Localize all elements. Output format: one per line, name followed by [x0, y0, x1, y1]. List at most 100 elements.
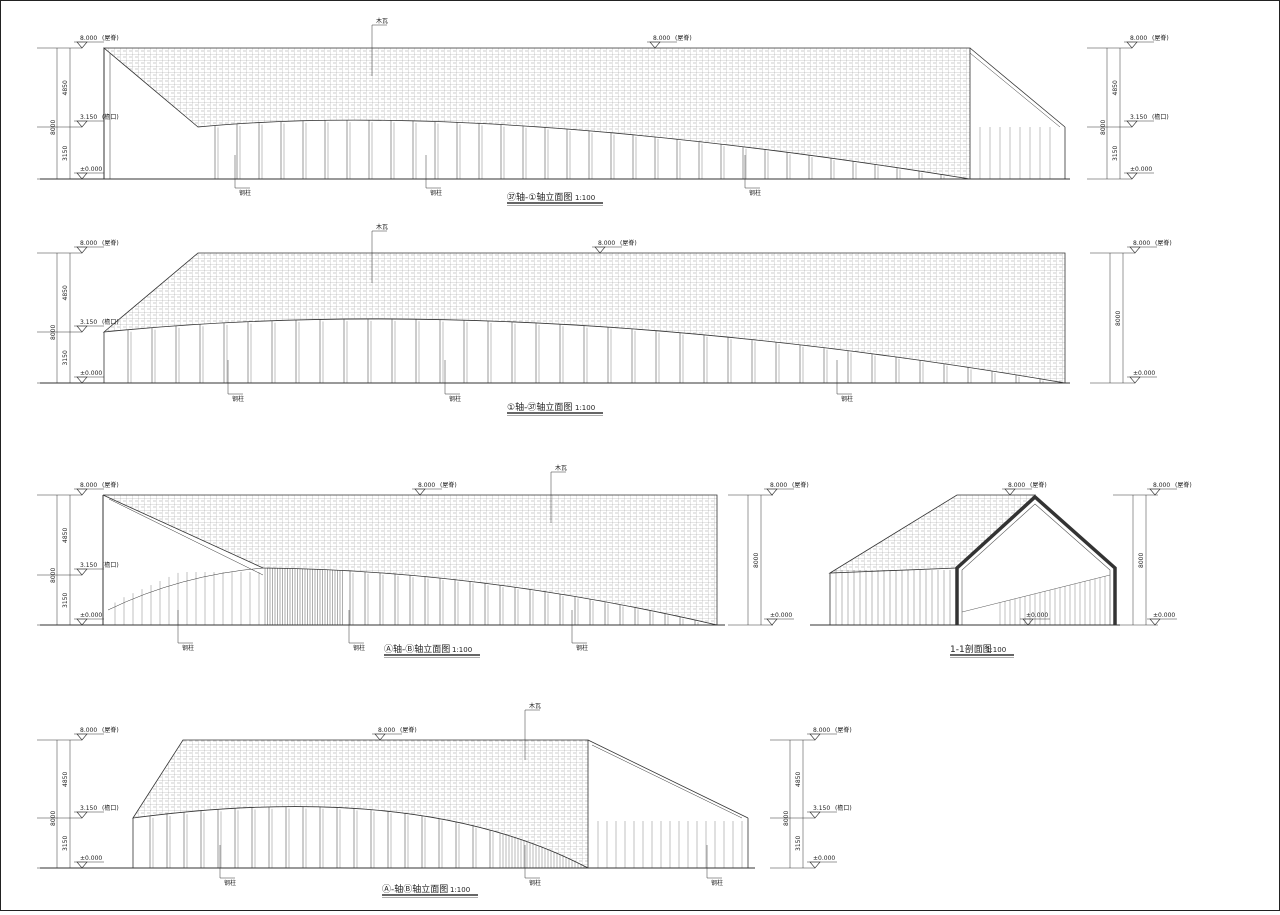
level-marker-icon: [1149, 488, 1161, 496]
level-value: 3.150: [80, 114, 97, 121]
drawing-title: ㊲轴-①轴立面图: [507, 191, 572, 203]
roof-edge: [969, 52, 1061, 128]
dimension-total: 8000: [50, 568, 57, 583]
level-marker-icon: [1129, 376, 1141, 384]
drawing-scale: 1:100: [986, 646, 1006, 654]
drawing-title: Ⓐ轴-Ⓑ轴立面图: [384, 643, 450, 655]
level-marker-icon: [649, 41, 661, 49]
level-value: ±0.000: [770, 612, 792, 619]
level-value: 8.000: [653, 35, 670, 42]
level-value: 3.150: [80, 319, 97, 326]
level-value: 8.000: [378, 727, 395, 734]
callout-label: 木瓦: [529, 702, 541, 710]
callout-label: 钢柱: [711, 879, 723, 887]
level-marker-icon: [1126, 172, 1138, 180]
level-note: (屋脊): [1030, 481, 1047, 489]
level-value: 8.000: [1133, 240, 1150, 247]
callout-label: 木瓦: [376, 17, 388, 25]
level-value: 8.000: [770, 482, 787, 489]
dimension-upper: 4850: [795, 772, 802, 787]
roof-edge: [587, 739, 749, 819]
level-value: 8.000: [80, 35, 97, 42]
level-note: (檐口): [1152, 113, 1169, 121]
level-note: (屋脊): [102, 726, 119, 734]
level-marker-icon: [809, 811, 821, 819]
level-marker-icon: [1149, 618, 1161, 626]
level-value: 8.000: [80, 727, 97, 734]
dimension-upper: 4850: [62, 285, 69, 300]
tiled-roof: [828, 494, 1037, 574]
dimension-total: 8000: [783, 811, 790, 826]
level-marker-icon: [414, 488, 426, 496]
level-note: (屋脊): [400, 726, 417, 734]
dimension-total: 8000: [753, 553, 760, 568]
level-marker-icon: [766, 488, 778, 496]
level-marker-icon: [809, 733, 821, 741]
level-marker-icon: [1126, 41, 1138, 49]
level-value: ±0.000: [1026, 612, 1048, 619]
callout-label: 钢柱: [353, 644, 365, 652]
level-marker-icon: [1004, 488, 1016, 496]
level-value: 3.150: [80, 805, 97, 812]
level-marker-icon: [809, 861, 821, 869]
level-note: (屋脊): [835, 726, 852, 734]
drawing-title: ①轴-㊲轴立面图: [507, 401, 572, 413]
floor-slope: [961, 574, 1111, 613]
dimension-lower: 3150: [62, 350, 69, 365]
dimension-total: 8000: [50, 120, 57, 135]
level-value: 8.000: [1130, 35, 1147, 42]
level-marker-icon: [76, 246, 88, 254]
level-value: ±0.000: [80, 166, 102, 173]
level-note: (檐口): [835, 804, 852, 812]
level-marker-icon: [76, 618, 88, 626]
level-note: (檐口): [102, 113, 119, 121]
dimension-lower: 3150: [1112, 146, 1119, 161]
level-marker-icon: [76, 568, 88, 576]
level-marker-icon: [1129, 246, 1141, 254]
level-value: ±0.000: [1133, 370, 1155, 377]
level-note: (屋脊): [792, 481, 809, 489]
level-value: ±0.000: [813, 855, 835, 862]
level-value: ±0.000: [80, 612, 102, 619]
level-marker-icon: [1022, 618, 1034, 626]
roof-edge: [108, 498, 264, 576]
level-value: 8.000: [1008, 482, 1025, 489]
dimension-total: 8000: [50, 811, 57, 826]
level-value: 8.000: [80, 240, 97, 247]
dimension-upper: 4850: [62, 528, 69, 543]
drawing-scale: 1:100: [575, 194, 595, 202]
level-marker-icon: [76, 811, 88, 819]
level-value: 3.150: [80, 562, 97, 569]
dimension-lower: 3150: [62, 146, 69, 161]
roof-edge: [591, 744, 743, 819]
level-value: 3.150: [813, 805, 830, 812]
dimension-lower: 3150: [795, 836, 802, 851]
level-marker-icon: [76, 733, 88, 741]
callout-label: 钢柱: [182, 644, 194, 652]
section-frame-inner: [961, 503, 1111, 625]
tiled-roof: [102, 47, 971, 180]
tiled-roof: [102, 252, 1066, 384]
drawing-title: Ⓐ-轴Ⓑ轴立面图: [382, 883, 448, 895]
drawing-title: 1-1剖面图: [950, 643, 992, 655]
level-note: (屋脊): [675, 34, 692, 42]
level-marker-icon: [76, 488, 88, 496]
level-marker-icon: [76, 172, 88, 180]
roof-edge: [969, 47, 1066, 128]
level-note: (檐口): [102, 561, 119, 569]
level-value: ±0.000: [80, 855, 102, 862]
level-value: ±0.000: [1130, 166, 1152, 173]
level-marker-icon: [76, 41, 88, 49]
level-note: (屋脊): [102, 239, 119, 247]
level-note: (屋脊): [1175, 481, 1192, 489]
dimension-total: 8000: [1100, 120, 1107, 135]
level-note: (屋脊): [102, 34, 119, 42]
callout-label: 钢柱: [749, 189, 761, 197]
level-note: (檐口): [102, 318, 119, 326]
level-value: 8.000: [418, 482, 435, 489]
dimension-upper: 4850: [1112, 80, 1119, 95]
level-note: (屋脊): [1155, 239, 1172, 247]
level-marker-icon: [76, 376, 88, 384]
